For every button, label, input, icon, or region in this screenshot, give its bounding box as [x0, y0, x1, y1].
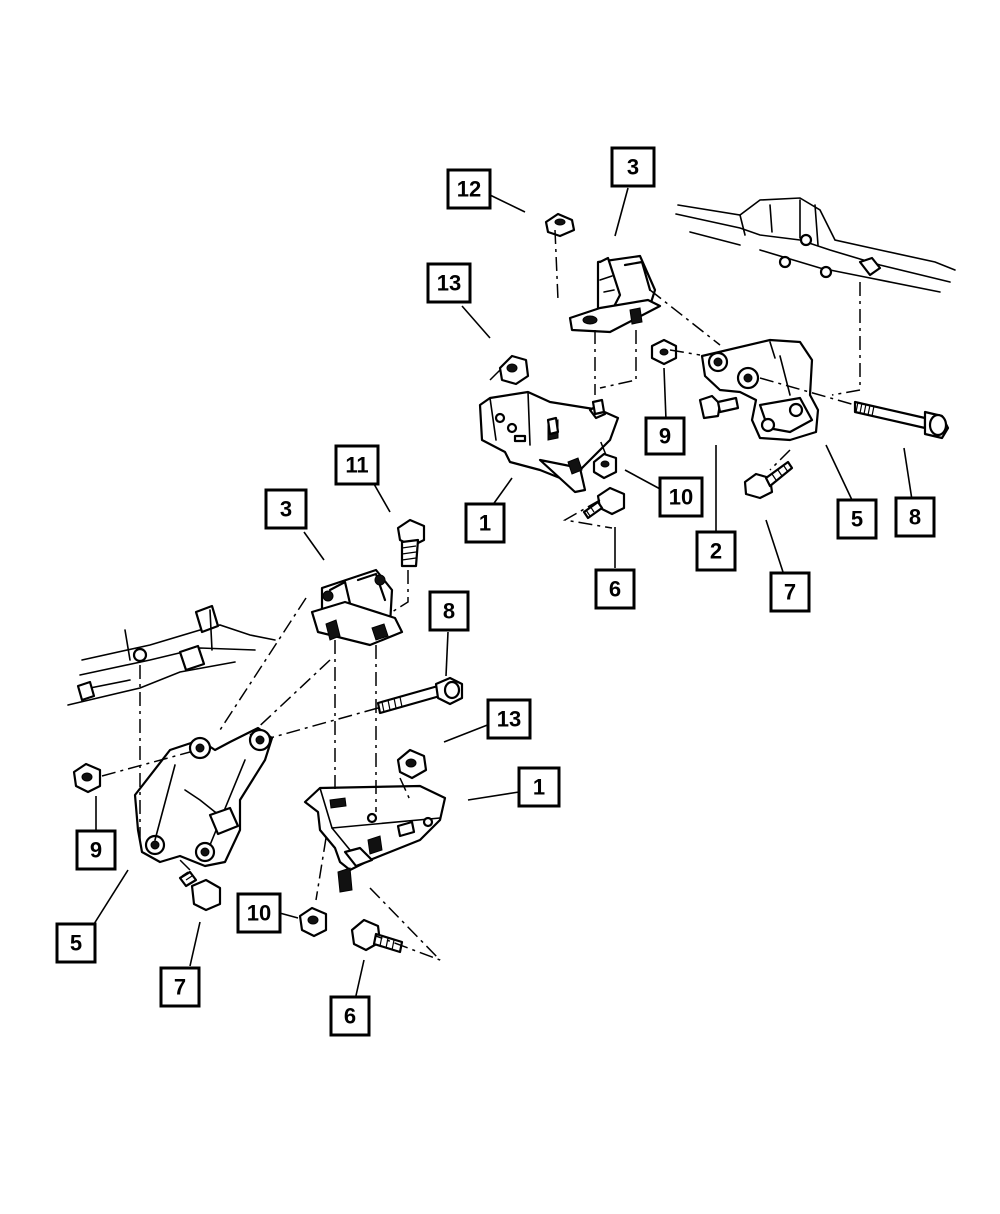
stud-upper-a — [546, 416, 560, 436]
callout-label: 6 — [344, 1004, 356, 1029]
callout-2: 2 — [695, 530, 737, 572]
bolt-11 — [396, 518, 426, 568]
callout-label: 9 — [659, 424, 671, 449]
callout-13-upper: 13 — [426, 262, 472, 304]
alignment-lines-upper — [489, 229, 861, 529]
leader-lines-upper — [461, 187, 913, 573]
nut-9-upper — [650, 338, 678, 366]
callout-label: 3 — [627, 155, 639, 180]
bolt-6-upper — [582, 486, 626, 520]
callout-10-lower: 10 — [236, 892, 282, 934]
callout-6-lower: 6 — [329, 995, 371, 1037]
callout-9-upper: 9 — [644, 416, 686, 456]
callout-label: 8 — [909, 505, 921, 530]
insulator-upper — [568, 254, 662, 334]
callout-label: 7 — [784, 580, 796, 605]
callout-label: 9 — [90, 838, 102, 863]
callout-6-upper: 6 — [594, 568, 636, 610]
callout-5-lower: 5 — [55, 922, 97, 964]
nut-13-upper — [498, 354, 530, 386]
callout-12: 12 — [446, 168, 492, 210]
insulator-lower — [310, 568, 404, 647]
callout-label: 10 — [669, 485, 693, 510]
callout-label: 1 — [533, 775, 545, 800]
support-bracket-lower — [133, 726, 274, 868]
callout-label: 11 — [345, 453, 368, 478]
callout-7-lower: 7 — [159, 966, 201, 1008]
callout-5-upper: 5 — [836, 498, 878, 540]
callout-label: 8 — [443, 599, 455, 624]
callout-label: 3 — [280, 497, 292, 522]
callout-label: 7 — [174, 975, 186, 1000]
callout-1-upper: 1 — [464, 502, 506, 544]
callout-3-upper: 3 — [610, 146, 656, 188]
callout-label: 1 — [479, 511, 491, 536]
callout-label: 12 — [457, 177, 481, 202]
callout-3-lower: 3 — [264, 488, 308, 530]
leader-lines-lower — [93, 483, 520, 1001]
callout-11: 11 — [334, 444, 380, 486]
engine-block-upper — [675, 197, 956, 293]
callout-1-lower: 1 — [517, 766, 561, 808]
callout-label: 13 — [437, 271, 461, 296]
callout-label: 5 — [851, 507, 863, 532]
callout-label: 2 — [710, 539, 722, 564]
callout-9-lower: 9 — [75, 829, 117, 871]
bracket-lower — [303, 784, 447, 893]
bolt-8-upper — [853, 400, 950, 440]
engine-block-lower — [67, 604, 276, 706]
callout-7-upper: 7 — [769, 571, 811, 613]
upper-assembly — [461, 187, 956, 573]
bolt-7-lower — [178, 870, 222, 912]
bolt-2-upper — [698, 394, 740, 420]
callout-label: 10 — [247, 901, 271, 926]
callout-8-upper: 8 — [894, 496, 936, 538]
bolt-7-upper — [743, 460, 794, 500]
callout-8-lower: 8 — [428, 590, 470, 632]
nut-12 — [544, 212, 576, 238]
alignment-lines-lower — [101, 570, 441, 961]
lower-assembly — [67, 483, 520, 1001]
bracket-upper — [478, 390, 620, 494]
nut-13-lower — [396, 748, 428, 780]
nut-9-lower — [72, 762, 102, 794]
callout-10-upper: 10 — [658, 476, 704, 518]
callout-label: 6 — [609, 577, 621, 602]
callout-label: 5 — [70, 931, 82, 956]
bolt-8-lower — [376, 676, 464, 715]
support-bracket-upper — [700, 338, 820, 442]
nut-10-upper — [592, 452, 618, 480]
callout-label: 13 — [497, 707, 521, 732]
callout-13-lower: 13 — [486, 698, 532, 740]
stud-upper-b — [591, 398, 606, 416]
nut-10-lower — [298, 906, 328, 938]
